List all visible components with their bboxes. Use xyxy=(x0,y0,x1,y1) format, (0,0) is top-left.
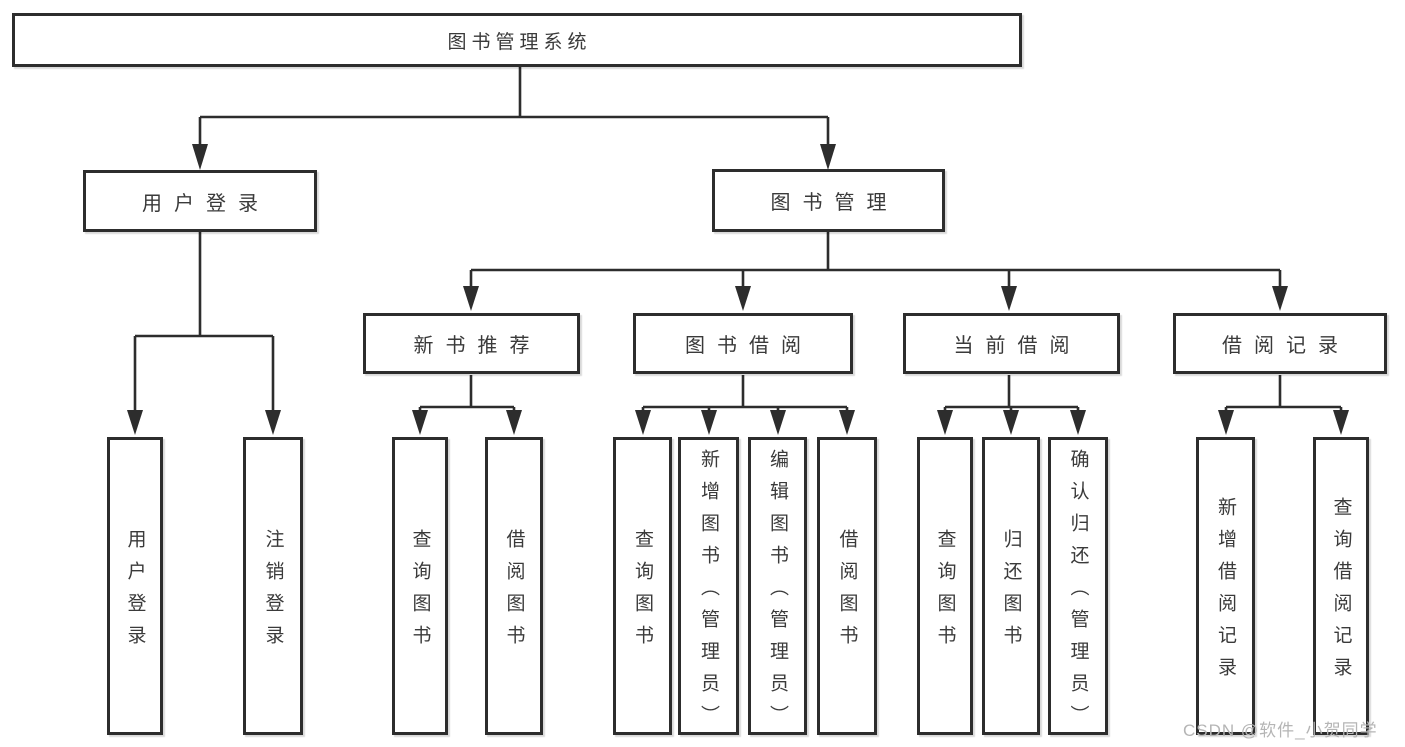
leaf-label: 查询图书 xyxy=(632,528,653,657)
leaf-label: 新增图书（管理员） xyxy=(698,448,719,737)
leaf-edit-books-admin: 编辑图书（管理员） xyxy=(748,437,807,737)
node-label: 图书管理系统 xyxy=(447,31,592,53)
node-label: 新书推荐 xyxy=(413,335,542,357)
leaf-borrow-books: 借阅图书 xyxy=(817,437,877,735)
node-user-login: 用户登录 xyxy=(83,170,317,232)
leaf-query-borrow-record: 查询借阅记录 xyxy=(1313,437,1369,735)
node-label: 当前借阅 xyxy=(953,335,1082,357)
node-label: 用户登录 xyxy=(142,192,270,215)
leaf-confirm-return-admin: 确认归还（管理员） xyxy=(1048,437,1108,737)
leaf-label: 借阅图书 xyxy=(836,528,858,657)
leaf-logout: 注销登录 xyxy=(243,437,303,735)
leaf-label: 查询图书 xyxy=(934,528,956,657)
leaf-label: 查询图书 xyxy=(409,528,431,657)
node-book-borrow: 图书借阅 xyxy=(633,313,853,374)
csdn-watermark: CSDN @软件_小贺同学 xyxy=(1183,721,1378,740)
leaf-query-books: 查询图书 xyxy=(392,437,448,735)
leaf-user-login: 用户登录 xyxy=(107,437,163,735)
leaf-label: 新增借阅记录 xyxy=(1215,496,1236,689)
leaf-add-borrow-record: 新增借阅记录 xyxy=(1196,437,1255,735)
leaf-query-books: 查询图书 xyxy=(613,437,672,735)
leaf-add-books-admin: 新增图书（管理员） xyxy=(678,437,739,737)
node-root-system: 图书管理系统 xyxy=(12,13,1022,67)
node-borrow-records: 借阅记录 xyxy=(1173,313,1387,374)
node-label: 图书管理 xyxy=(770,192,899,214)
leaf-label: 借阅图书 xyxy=(503,528,525,657)
leaf-label: 确认归还（管理员） xyxy=(1067,448,1089,737)
leaf-borrow-books: 借阅图书 xyxy=(485,437,543,735)
leaf-label: 编辑图书（管理员） xyxy=(767,448,788,737)
leaf-label: 用户登录 xyxy=(124,528,146,657)
node-new-book-recommend: 新书推荐 xyxy=(363,313,580,374)
node-book-management: 图书管理 xyxy=(712,169,945,232)
leaf-query-books: 查询图书 xyxy=(917,437,973,735)
leaf-label: 查询借阅记录 xyxy=(1330,496,1352,689)
leaf-return-books: 归还图书 xyxy=(982,437,1040,735)
leaf-label: 归还图书 xyxy=(1000,528,1022,657)
leaf-label: 注销登录 xyxy=(262,528,284,657)
node-label: 图书借阅 xyxy=(685,335,813,357)
node-current-borrow: 当前借阅 xyxy=(903,313,1120,374)
node-label: 借阅记录 xyxy=(1222,335,1350,357)
